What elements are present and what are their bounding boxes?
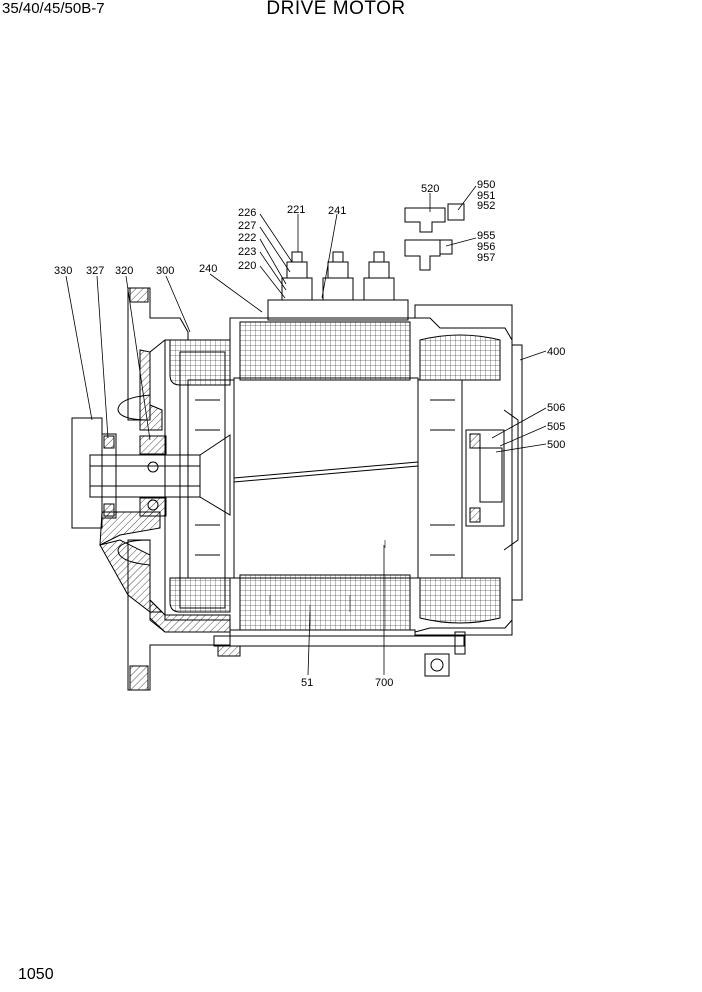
callout-500: 500 [547,439,565,451]
stator-windings [169,321,501,631]
callout-951: 951 [477,190,495,202]
callout-51: 51 [301,677,313,689]
callout-327: 327 [86,265,104,277]
page-title: DRIVE MOTOR [266,0,406,19]
callout-505: 505 [547,421,565,433]
callout-300: 300 [156,265,174,277]
tie-bar [213,631,466,677]
terminal-stud-2 [322,251,354,301]
model-number: 35/40/45/50B-7 [2,0,105,17]
sensor-assembly [404,203,465,271]
rotor [187,377,463,579]
callout-520: 520 [421,183,439,195]
terminal-block [267,251,409,321]
callout-956: 956 [477,241,495,253]
terminal-stud-1 [281,251,313,301]
callout-222: 222 [238,232,256,244]
callout-957: 957 [477,252,495,264]
callout-240: 240 [199,263,217,275]
rear-bearing-assembly [465,344,523,601]
callout-955: 955 [477,230,495,242]
callout-223: 223 [238,246,256,258]
page-number: 1050 [18,966,54,983]
terminal-stud-3 [363,251,395,301]
callout-700: 700 [375,677,393,689]
callout-950: 950 [477,179,495,191]
callout-506: 506 [547,402,565,414]
leader-lines [65,185,547,676]
callout-226: 226 [238,207,256,219]
callout-227: 227 [238,220,256,232]
callout-320: 320 [115,265,133,277]
shaft-bearing-assembly [71,417,231,529]
callout-221: 221 [287,204,305,216]
callout-330: 330 [54,265,72,277]
callout-241: 241 [328,205,346,217]
callout-220: 220 [238,260,256,272]
callout-400: 400 [547,346,565,358]
callout-952: 952 [477,200,495,212]
callout-labels: 330 327 320 300 240 220 223 222 227 226 … [54,179,565,689]
